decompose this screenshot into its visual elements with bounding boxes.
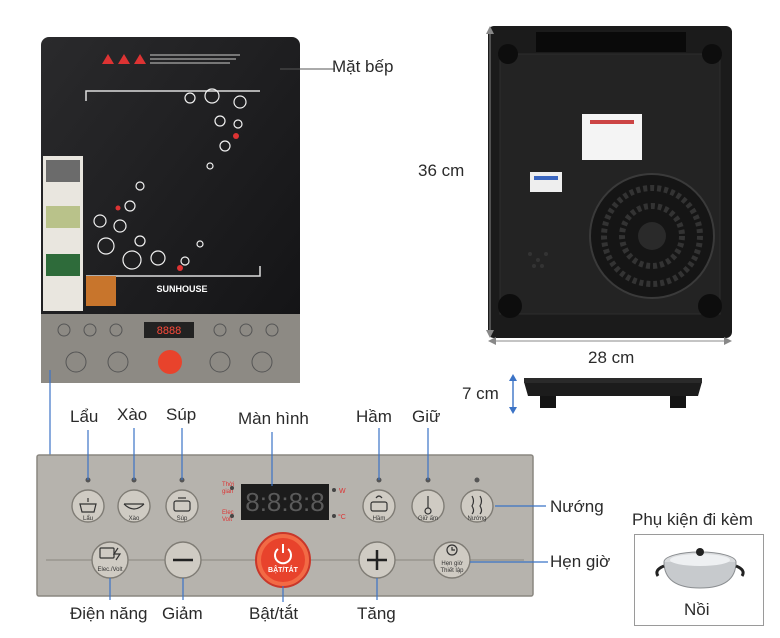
btn-elec-text: Elec./Volt bbox=[97, 567, 122, 573]
label-lau: Lẩu bbox=[70, 407, 99, 426]
svg-text:8888: 8888 bbox=[157, 325, 181, 337]
soup-icon bbox=[173, 497, 191, 512]
display-digits: 8:8:8:8 bbox=[245, 487, 325, 517]
control-panel-zoom: Lẩu Xào Súp Hầm Giữ ấm Nướng Thời gian E… bbox=[36, 454, 534, 597]
pointer-mat-bep bbox=[280, 68, 335, 70]
plus-icon bbox=[367, 550, 387, 570]
label-height: 36 cm bbox=[418, 161, 465, 180]
btn-nuong-text: Nướng bbox=[468, 516, 487, 522]
label-giu: Giữ bbox=[412, 407, 441, 426]
label-depth: 7 cm bbox=[462, 384, 499, 403]
label-nuong: Nướng bbox=[550, 497, 604, 516]
dim-depth-arrow bbox=[509, 374, 517, 414]
label-width: 28 cm bbox=[588, 348, 635, 367]
dim-width-arrow bbox=[488, 337, 732, 345]
thermometer-icon bbox=[424, 496, 432, 515]
btn-timer-text-2: Thiết lập bbox=[440, 568, 464, 574]
stove-bottom-view bbox=[488, 26, 732, 338]
label-man-hinh: Màn hình bbox=[238, 409, 309, 428]
label-phu-kien: Phụ kiện đi kèm bbox=[632, 510, 753, 529]
label-ham: Hầm bbox=[356, 407, 392, 426]
thoi-gian-label-2: gian bbox=[222, 489, 233, 495]
btn-lau-text: Lẩu bbox=[83, 515, 93, 522]
clock-icon bbox=[446, 544, 458, 556]
volt-small-label: Volt bbox=[222, 517, 232, 523]
wok-icon bbox=[123, 503, 145, 510]
label-dien-nang: Điện năng bbox=[70, 604, 148, 623]
warning-icon bbox=[102, 54, 146, 64]
decor-flowers bbox=[93, 88, 247, 270]
c-unit: °C bbox=[338, 513, 346, 521]
btn-xao-text: Xào bbox=[129, 516, 140, 522]
label-xao: Xào bbox=[117, 405, 148, 424]
display-screen bbox=[241, 484, 329, 520]
stove-brand: SUNHOUSE bbox=[156, 284, 207, 294]
fan-icon bbox=[589, 173, 715, 299]
power-icon bbox=[274, 544, 292, 565]
thoi-gian-label: Thời bbox=[222, 482, 234, 488]
stove-side-view bbox=[524, 378, 702, 408]
label-sup: Súp bbox=[166, 405, 197, 424]
connector-line bbox=[49, 370, 51, 456]
btn-giu-text: Giữ ấm bbox=[418, 516, 438, 522]
pot-icon bbox=[655, 548, 745, 589]
label-mat-bep: Mặt bếp bbox=[332, 57, 394, 76]
label-giam: Giảm bbox=[162, 604, 203, 623]
btn-timer-text-1: Hẹn giờ bbox=[441, 561, 462, 567]
hotpot-icon bbox=[79, 498, 97, 513]
w-unit: W bbox=[339, 488, 346, 495]
label-bat-tat: Bật/tắt bbox=[249, 604, 299, 623]
stew-icon bbox=[370, 495, 388, 512]
btn-sup-text: Súp bbox=[177, 516, 188, 522]
btn-ham-text: Hầm bbox=[373, 516, 386, 522]
elec-small-label: Elec bbox=[222, 510, 234, 516]
energy-icon bbox=[99, 547, 122, 561]
btn-power-text: BẬT/TẮT bbox=[268, 565, 299, 574]
label-hen-gio: Hẹn giờ bbox=[550, 552, 611, 571]
grill-icon bbox=[471, 495, 483, 515]
stove-top-view: SUNHOUSE 8888 bbox=[41, 37, 300, 383]
label-tang: Tăng bbox=[357, 604, 396, 623]
label-noi: Nồi bbox=[684, 600, 710, 619]
dim-height-arrow bbox=[486, 26, 494, 338]
